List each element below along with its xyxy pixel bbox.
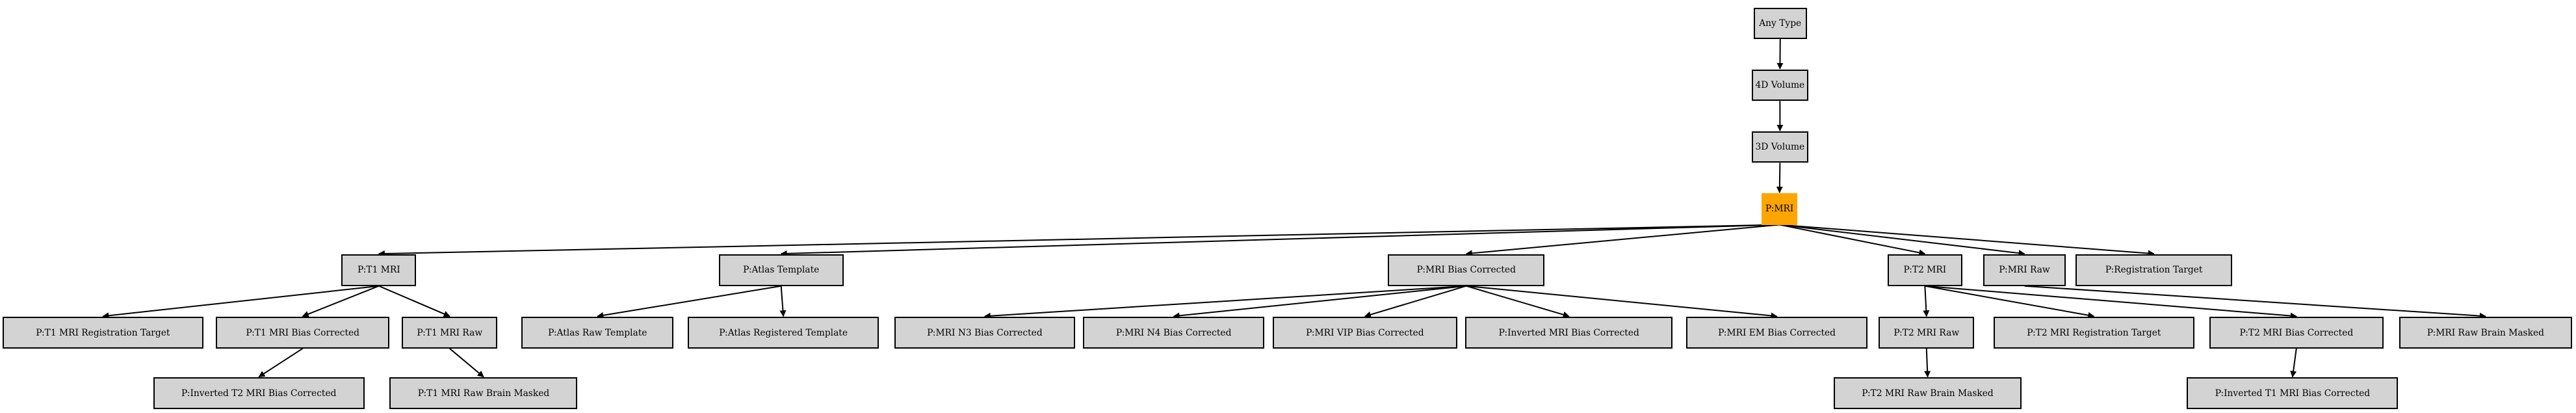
edge-p_mri-to-p_t2_mri <box>1779 224 1926 256</box>
edge-p_t1_mri-to-p_t1_mri_raw <box>378 285 450 317</box>
node-p-t2-mri-raw-brain-masked[interactable]: P:T2 MRI Raw Brain Masked <box>1833 377 2022 409</box>
node-p-mri-vip-bias-corrected[interactable]: P:MRI VIP Bias Corrected <box>1273 317 1457 349</box>
node-p-inverted-mri-bias-corrected[interactable]: P:Inverted MRI Bias Corrected <box>1465 317 1673 349</box>
node-4d-volume[interactable]: 4D Volume <box>1752 69 1808 101</box>
edge-p_atlas_template-to-p_atlas_registered_template <box>779 286 787 317</box>
node-p-t2-mri-bias-corrected[interactable]: P:T2 MRI Bias Corrected <box>2209 317 2384 349</box>
edge-p_t1_mri_raw-to-p_t1_mri_raw_brain_masked <box>449 348 484 378</box>
node-any-type[interactable]: Any Type <box>1753 7 1807 40</box>
node-p-mri[interactable]: P:MRI <box>1762 193 1797 225</box>
node-p-t1-mri-raw[interactable]: P:T1 MRI Raw <box>402 317 498 349</box>
node-p-atlas-template[interactable]: P:Atlas Template <box>718 254 844 286</box>
node-p-inverted-t2-mri-bias-corrected[interactable]: P:Inverted T2 MRI Bias Corrected <box>153 377 365 409</box>
node-p-mri-em-bias-corrected[interactable]: P:MRI EM Bias Corrected <box>1686 317 1867 349</box>
node-p-t2-mri-raw[interactable]: P:T2 MRI Raw <box>1879 317 1975 349</box>
edge-p_t2_mri_raw-to-p_t2_mri_raw_brain_masked <box>1924 348 1931 378</box>
node-p-atlas-raw-template[interactable]: P:Atlas Raw Template <box>521 317 674 349</box>
node-p-mri-n3-bias-corrected[interactable]: P:MRI N3 Bias Corrected <box>894 317 1075 349</box>
node-p-mri-raw[interactable]: P:MRI Raw <box>1983 254 2066 286</box>
edge-p_mri_bias_corrected-to-p_inverted_mri_bias_corrected <box>1466 285 1570 318</box>
edge-p_t1_mri-to-p_t1_mri_registration_target <box>102 285 379 319</box>
node-p-t1-mri[interactable]: P:T1 MRI <box>341 254 417 286</box>
edge-p_mri_bias_corrected-to-p_mri_vip_bias_corrected <box>1364 285 1467 318</box>
edge-p_t1_mri-to-p_t1_mri_bias_corrected <box>302 285 380 317</box>
edge-p_atlas_template-to-p_atlas_raw_template <box>597 285 781 319</box>
node-p-t2-mri[interactable]: P:T2 MRI <box>1887 254 1962 286</box>
edge-p_mri-to-p_mri_bias_corrected <box>1465 224 1780 257</box>
edge-p_mri-to-p_t1_mri <box>378 224 1780 257</box>
edge-p_mri_bias_corrected-to-p_mri_em_bias_corrected <box>1466 285 1778 319</box>
node-p-t1-mri-bias-corrected[interactable]: P:T1 MRI Bias Corrected <box>215 317 390 349</box>
edge-p_mri_raw-to-p_mri_raw_brain_masked <box>2024 285 2486 319</box>
node-p-t1-mri-registration-target[interactable]: P:T1 MRI Registration Target <box>3 317 203 349</box>
node-3d-volume[interactable]: 3D Volume <box>1752 131 1808 163</box>
edge-p_t2_mri-to-p_t2_mri_raw <box>1923 286 1930 317</box>
node-p-atlas-registered-template[interactable]: P:Atlas Registered Template <box>687 317 879 349</box>
node-p-inverted-t1-mri-bias-corrected[interactable]: P:Inverted T1 MRI Bias Corrected <box>2187 377 2399 409</box>
edge-p_mri_bias_corrected-to-p_mri_n4_bias_corrected <box>1173 285 1466 319</box>
edge-p_t2_mri-to-p_t2_mri_bias_corrected <box>1925 285 2297 319</box>
node-p-registration-target[interactable]: P:Registration Target <box>2075 254 2233 286</box>
node-p-mri-n4-bias-corrected[interactable]: P:MRI N4 Bias Corrected <box>1083 317 1264 349</box>
edge-p_mri_bias_corrected-to-p_mri_n3_bias_corrected <box>983 285 1466 319</box>
edge-p_mri-to-p_registration_target <box>1779 224 2155 257</box>
edge-p_t2_mri_bias_corrected-to-p_inverted_t1_mri_bias_corrected <box>2290 348 2297 378</box>
edge-p_mri-to-p_mri_raw <box>1779 224 2025 257</box>
node-p-t1-mri-raw-brain-masked[interactable]: P:T1 MRI Raw Brain Masked <box>389 377 578 409</box>
node-p-t2-mri-registration-target[interactable]: P:T2 MRI Registration Target <box>1994 317 2194 349</box>
edge-p_mri-to-p_atlas_template <box>780 224 1780 257</box>
node-p-mri-bias-corrected[interactable]: P:MRI Bias Corrected <box>1388 254 1545 286</box>
edge-p_t2_mri-to-p_t2_mri_registration_target <box>1925 285 2095 319</box>
node-p-mri-raw-brain-masked[interactable]: P:MRI Raw Brain Masked <box>2399 317 2572 349</box>
edge-p_t1_mri_bias_corrected-to-p_inverted_t2_mri_bias_corrected <box>258 347 304 378</box>
